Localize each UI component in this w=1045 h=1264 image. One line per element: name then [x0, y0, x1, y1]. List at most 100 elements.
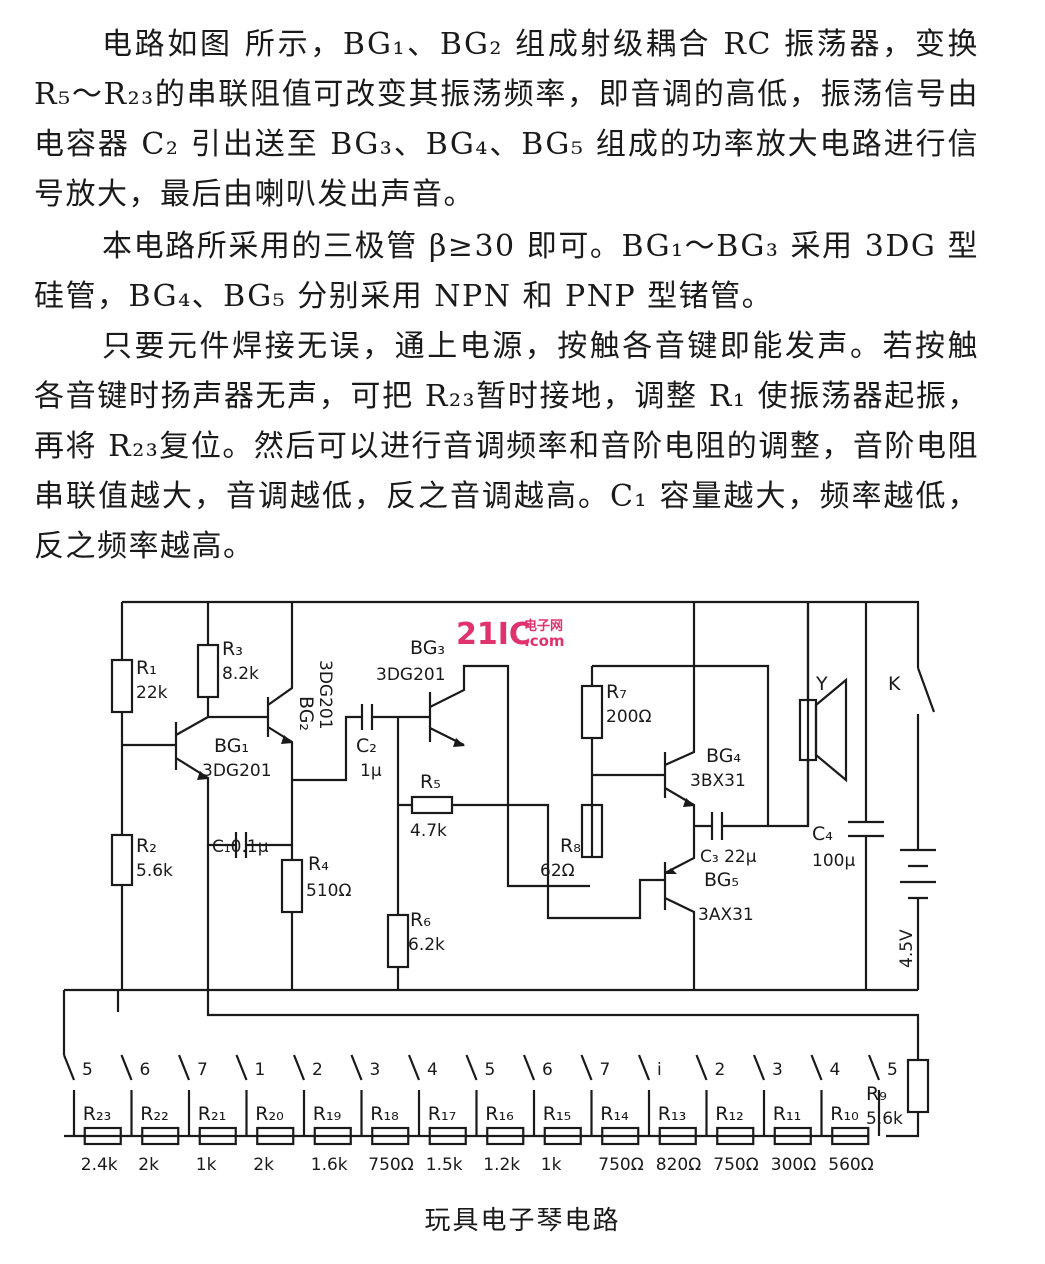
battery-label: 4.5V	[897, 929, 917, 968]
key-label-2: 6	[140, 1060, 151, 1080]
scale-resistor-value-13: 300Ω	[771, 1155, 816, 1175]
key-switch-5[interactable]	[292, 1054, 306, 1136]
resistor-r4	[280, 858, 304, 914]
bg2-model: 3DG201	[315, 660, 335, 730]
key-label-12: 2	[715, 1060, 726, 1080]
bg5-model: 3AX31	[698, 905, 754, 925]
scale-resistor-14	[831, 1126, 870, 1146]
r3-name: R₃	[222, 638, 243, 660]
scale-resistor-4	[256, 1126, 295, 1146]
intro-paragraph: 电路如图 所示，BG₁、BG₂ 组成射级耦合 RC 振荡器，变换 R₅～R₂₃的…	[34, 27, 979, 212]
scale-resistor-name-7: R₁₇	[428, 1103, 456, 1125]
transistor-bg4	[663, 602, 696, 826]
key-switch-12[interactable]	[695, 1054, 708, 1136]
scale-resistor-1	[83, 1126, 122, 1146]
key-switch-4[interactable]	[235, 1054, 248, 1136]
c2-value: 1μ	[360, 761, 382, 781]
scale-resistor-value-5: 1.6k	[311, 1155, 348, 1175]
scale-resistor-name-4: R₂₀	[255, 1103, 283, 1125]
scale-resistor-2	[141, 1126, 180, 1146]
scale-resistor-name-8: R₁₆	[485, 1103, 513, 1125]
scale-resistor-name-9: R₁₅	[543, 1103, 571, 1125]
battery: 4.5V	[897, 848, 936, 990]
scale-resistor-7	[428, 1126, 467, 1146]
scale-resistor-name-12: R₁₂	[715, 1103, 743, 1125]
scale-resistor-name-1: R₂₃	[83, 1103, 111, 1125]
resistor-r9	[906, 1058, 930, 1114]
r9-name: R₉	[866, 1083, 887, 1105]
key-switch-8[interactable]	[465, 1054, 478, 1136]
ground-rail	[62, 988, 918, 1055]
r8-name: R₈	[560, 835, 581, 857]
key-switch-6[interactable]	[350, 1054, 363, 1136]
c1-label: C₁0.1μ	[212, 837, 269, 857]
r4-name: R₄	[308, 853, 329, 875]
watermark-sub: 电子网	[524, 618, 563, 634]
key-label-5: 2	[312, 1060, 323, 1080]
resistor-r5	[410, 795, 454, 815]
key-label-9: 6	[542, 1060, 553, 1080]
key-switch-3[interactable]	[177, 1054, 191, 1136]
resistor-r3	[196, 643, 220, 699]
bg1-model: 3DG201	[202, 761, 272, 781]
scale-resistor-value-9: 1k	[541, 1155, 562, 1175]
r6-name: R₆	[410, 909, 431, 931]
transistor-bg5	[663, 826, 696, 990]
r7-r8-branch	[590, 664, 770, 856]
key-switch-11[interactable]	[637, 1054, 651, 1136]
resistor-r8	[580, 803, 604, 859]
r1-value: 22k	[136, 683, 168, 703]
scale-resistor-8	[486, 1126, 525, 1146]
key-label-13: 3	[772, 1060, 783, 1080]
bg1-name: BG₁	[214, 735, 249, 757]
key-label-4: 1	[255, 1060, 266, 1080]
resistor-r6	[386, 913, 410, 969]
key-switch-7[interactable]	[407, 1054, 421, 1136]
scale-resistor-13	[773, 1126, 812, 1146]
transistor-bg1	[122, 716, 236, 847]
transistor-paragraph: 本电路所采用的三极管 β≥30 即可。BG₁～BG₃ 采用 3DG 型硅管，BG…	[34, 229, 979, 314]
transistor-bg2	[266, 602, 294, 860]
scale-resistor-11	[658, 1126, 697, 1146]
key-label-6: 3	[370, 1060, 381, 1080]
key-switch-2[interactable]	[120, 1054, 133, 1136]
scale-resistor-3	[198, 1126, 237, 1146]
r1-name: R₁	[136, 657, 157, 679]
r8-value: 62Ω	[540, 861, 575, 881]
adjustment-paragraph: 只要元件焊接无误，通上电源，按触各音键即能发声。若按触各音键时扬声器无声，可把 …	[34, 329, 979, 564]
switch-label: K	[888, 673, 901, 695]
scale-resistor-value-11: 820Ω	[656, 1155, 701, 1175]
r2-value: 5.6k	[136, 861, 173, 881]
key-switch-13[interactable]	[752, 1054, 766, 1136]
c2-name: C₂	[356, 735, 377, 757]
key-switch-9[interactable]	[522, 1054, 536, 1136]
capacitor-c2	[360, 704, 430, 730]
watermark-logo: 21IC 电子网 .com	[456, 617, 565, 652]
key-switch-10[interactable]	[580, 1054, 593, 1136]
r5-r6-branch	[396, 717, 665, 990]
r6-value: 6.2k	[408, 935, 445, 955]
scale-resistor-6	[371, 1126, 410, 1146]
key-label-1: 5	[82, 1060, 93, 1080]
resistor-r1	[110, 658, 134, 714]
bg3-model: 3DG201	[376, 665, 446, 685]
r9-value: 5.6k	[866, 1109, 903, 1129]
key-label-7: 4	[427, 1060, 438, 1080]
figure-caption: 玩具电子琴电路	[424, 1206, 621, 1236]
c4-value: 100μ	[812, 851, 855, 871]
positive-rail	[122, 600, 920, 668]
scale-resistor-value-7: 1.5k	[426, 1155, 463, 1175]
key-switch-1[interactable]	[62, 1054, 76, 1136]
scale-resistor-value-6: 750Ω	[368, 1155, 413, 1175]
scale-resistor-value-4: 2k	[253, 1155, 274, 1175]
scale-resistor-name-13: R₁₁	[773, 1103, 801, 1125]
speaker: Y	[798, 602, 848, 826]
watermark-domain: .com	[524, 632, 565, 650]
scale-resistor-value-3: 1k	[196, 1155, 217, 1175]
key-switch-14[interactable]	[810, 1054, 823, 1136]
switch-k[interactable]	[916, 667, 936, 850]
r5-name: R₅	[420, 771, 441, 793]
scale-resistor-9	[543, 1126, 582, 1146]
scale-resistor-value-8: 1.2k	[483, 1155, 520, 1175]
key-switch-15[interactable]	[867, 1054, 881, 1136]
